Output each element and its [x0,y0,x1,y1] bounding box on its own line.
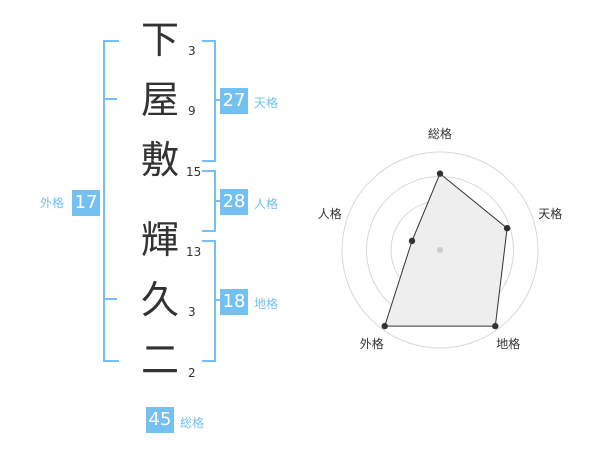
radar-point-3 [492,322,499,330]
radar-point-5 [408,237,416,245]
radar-points [381,170,511,330]
radar-data-polygon [384,172,508,327]
gaikaku-bracket-tick-1 [103,98,117,100]
name-char-5: 久 [140,278,179,322]
stroke-count-3: 15 [186,165,202,179]
jinkaku-value: 28 [220,189,248,215]
radar-axis-label-1: 総格 [428,126,452,141]
chikaku-bracket [202,240,216,362]
name-char-4: 輝 [140,218,179,262]
soukaku-value: 45 [146,407,174,433]
stroke-count-4: 13 [186,245,202,259]
stroke-count-2: 9 [188,104,196,118]
radar-ring-4 [341,151,539,349]
gaikaku-label: 外格 [40,196,65,210]
stroke-count-1: 3 [188,44,196,58]
gaikaku-value: 17 [72,190,100,216]
radar-point-1 [436,170,444,177]
name-char-1: 下 [140,18,179,62]
radar-center-dot [437,247,443,253]
tenkaku-bracket [202,40,216,162]
jinkaku-bracket-tick [214,200,222,202]
chikaku-label: 地格 [254,297,279,311]
tenkaku-value: 27 [220,88,248,114]
stroke-count-6: 2 [188,366,196,380]
radar-point-4 [381,322,388,330]
radar-point-2 [503,225,511,232]
name-char-3: 敷 [140,138,179,182]
name-char-2: 屋 [140,78,179,122]
soukaku-label: 総格 [180,416,205,430]
name-char-6: 二 [140,338,179,382]
chikaku-value: 18 [220,289,248,315]
gaikaku-bracket [103,40,119,362]
radar-axis-label-3: 地格 [496,336,520,351]
chikaku-bracket-tick [214,299,222,301]
gaikaku-bracket-tick-2 [103,298,117,300]
radar-axis-label-2: 天格 [538,206,562,221]
radar-axis-label-4: 外格 [360,336,384,351]
tenkaku-bracket-tick [214,99,222,101]
stroke-count-5: 3 [188,305,196,319]
tenkaku-label: 天格 [254,96,279,110]
jinkaku-label: 人格 [254,197,279,211]
radar-axis-label-5: 人格 [318,206,342,221]
